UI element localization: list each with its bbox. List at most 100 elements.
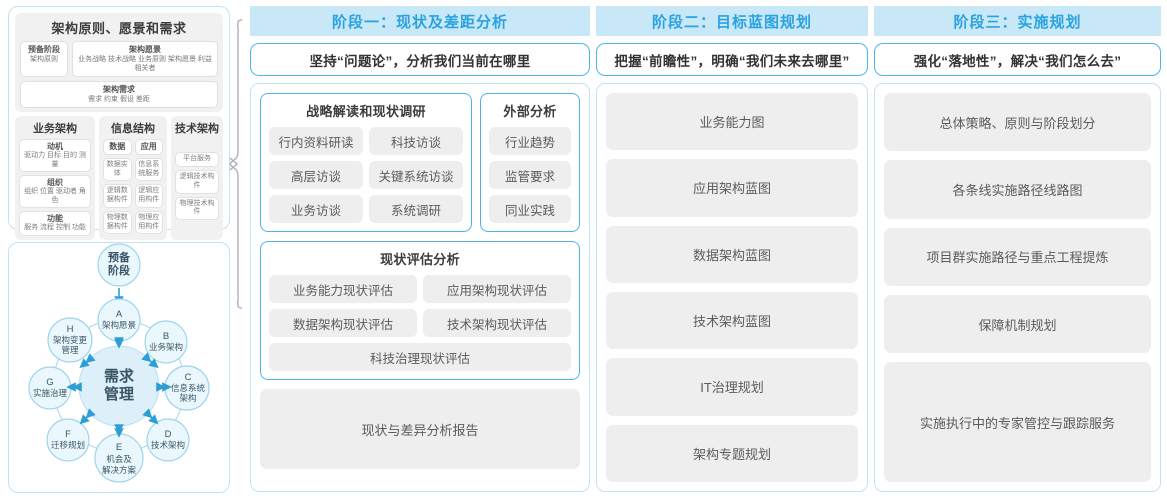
- external-analysis-section: 外部分析 行业趋势 监管要求 同业实践: [480, 93, 580, 232]
- togaf-leaf: 数据实体: [103, 157, 132, 182]
- togaf-leaf: 组织 组织 位置 驱动者 角色: [19, 175, 91, 209]
- svg-text:D: D: [165, 429, 172, 440]
- assessment-chip-full[interactable]: 科技治理现状评估: [269, 343, 571, 371]
- left-reference-column: 架构原则、愿景和需求 预备阶段 架构原则 架构愿景 业务战略 技术战略 业务原则…: [8, 6, 230, 493]
- togaf-leaf: 信息系统服务: [134, 157, 163, 182]
- research-chip[interactable]: 行内资料研读: [269, 127, 363, 155]
- phase-3-item[interactable]: 保障机制规划: [884, 295, 1151, 354]
- svg-text:阶段: 阶段: [108, 263, 130, 277]
- phase-3-column: 阶段三：实施规划 强化“落地性”，解决“我们怎么去” 总体策略、原则与阶段划分 …: [874, 6, 1161, 492]
- phase-3-banner-label: 阶段三：实施规划: [953, 13, 1082, 31]
- research-chip[interactable]: 科技访谈: [369, 127, 463, 155]
- phase-1-body: 战略解读和现状调研 行内资料研读 科技访谈 高层访谈 关键系统访谈 业务访谈 系…: [250, 83, 590, 492]
- research-chip[interactable]: 业务访谈: [269, 195, 363, 223]
- adm-center-line1: 需求: [104, 367, 135, 385]
- svg-text:架构变更: 架构变更: [53, 335, 88, 345]
- svg-text:技术架构: 技术架构: [151, 440, 185, 450]
- svg-text:H: H: [67, 324, 74, 335]
- research-chip[interactable]: 系统调研: [369, 195, 463, 223]
- assessment-chip[interactable]: 技术架构现状评估: [423, 309, 571, 337]
- adm-cycle-svg: 需求 管理 预备 阶段 A 架构愿景 B 业务架构 C 信息系统 架构: [28, 243, 210, 483]
- togaf-information-structure-column: 信息结构 数据 数据实体 逻辑数据构件: [99, 116, 167, 240]
- togaf-leaf: 应用: [134, 139, 163, 155]
- svg-text:实施治理: 实施治理: [33, 388, 68, 398]
- brace-connector: [228, 18, 248, 310]
- phase-1-assessment-row: 现状评估分析 业务能力现状评估 应用架构现状评估 数据架构现状评估 技术架构现状…: [260, 241, 580, 380]
- chevron-left-notch-icon: [874, 6, 889, 36]
- phase-1-banner[interactable]: 阶段一：现状及差距分析: [250, 6, 605, 36]
- phase-1-subtitle-label: 坚持“问题论”，分析我们当前在哪里: [309, 53, 531, 69]
- external-chip[interactable]: 行业趋势: [489, 127, 571, 155]
- svg-text:管理: 管理: [61, 345, 79, 355]
- research-chip[interactable]: 高层访谈: [269, 161, 363, 189]
- phase-3-item[interactable]: 项目群实施路径与重点工程提炼: [884, 227, 1151, 287]
- gap-analysis-report-box[interactable]: 现状与差异分析报告: [260, 389, 580, 469]
- togaf-adm-cycle-card: 需求 管理 预备 阶段 A 架构愿景 B 业务架构 C 信息系统 架构: [8, 242, 230, 493]
- togaf-vision-box: 架构愿景 业务战略 技术战略 业务原则 架构愿景 利益相关者: [72, 41, 218, 78]
- phase-2-item[interactable]: IT治理规划: [606, 358, 858, 416]
- phase-1-banner-label: 阶段一：现状及差距分析: [331, 13, 508, 31]
- phase-3-item[interactable]: 各条线实施路径线路图: [884, 160, 1151, 219]
- svg-text:A: A: [116, 309, 123, 320]
- phase-2-body: 业务能力图 应用架构蓝图 数据架构蓝图 技术架构蓝图 IT治理规划 架构专题规划: [596, 83, 868, 492]
- togaf-technology-architecture-column: 技术架构 平台服务 逻辑技术构件 物理技术构件: [171, 116, 223, 240]
- svg-text:C: C: [185, 372, 192, 383]
- phase-3-body: 总体策略、原则与阶段划分 各条线实施路径线路图 项目群实施路径与重点工程提炼 保…: [874, 83, 1161, 492]
- phase-1-top-row: 战略解读和现状调研 行内资料研读 科技访谈 高层访谈 关键系统访谈 业务访谈 系…: [260, 93, 580, 232]
- togaf-requirements-box: 架构需求 需求 约束 假设 差距: [20, 81, 218, 109]
- phase-3-subtitle: 强化“落地性”，解决“我们怎么去”: [874, 43, 1161, 76]
- svg-text:信息系统: 信息系统: [171, 383, 206, 393]
- phase-2-subtitle: 把握“前瞻性”，明确“我们未来去哪里”: [596, 43, 868, 76]
- phase-3-banner[interactable]: 阶段三：实施规划: [874, 6, 1161, 36]
- svg-text:E: E: [116, 442, 122, 453]
- togaf-leaf: 逻辑数据构件: [103, 184, 132, 208]
- phase-1-subtitle: 坚持“问题论”，分析我们当前在哪里: [250, 43, 590, 76]
- togaf-leaf: 物理应用构件: [134, 210, 163, 235]
- chevron-right-icon: [868, 6, 883, 36]
- adm-center-line2: 管理: [104, 385, 134, 403]
- togaf-content-framework-card: 架构原则、愿景和需求 预备阶段 架构原则 架构愿景 业务战略 技术战略 业务原则…: [8, 6, 230, 289]
- external-chip[interactable]: 监管要求: [489, 161, 571, 189]
- togaf-prelim-box: 预备阶段 架构原则: [20, 41, 68, 78]
- togaf-leaf: 动机 驱动力 目标 目的 测量: [19, 139, 91, 173]
- phase-2-item[interactable]: 应用架构蓝图: [606, 159, 858, 217]
- phase-3-subtitle-label: 强化“落地性”，解决“我们怎么去”: [913, 53, 1122, 69]
- svg-text:架构愿景: 架构愿景: [102, 320, 136, 330]
- phase-3-item-tall[interactable]: 实施执行中的专家管控与跟踪服务: [884, 362, 1151, 482]
- strategy-research-section: 战略解读和现状调研 行内资料研读 科技访谈 高层访谈 关键系统访谈 业务访谈 系…: [260, 93, 472, 232]
- phase-2-column: 阶段二：目标蓝图规划 把握“前瞻性”，明确“我们未来去哪里” 业务能力图 应用架…: [596, 6, 883, 492]
- svg-text:G: G: [46, 377, 53, 388]
- togaf-leaf: 逻辑技术构件: [175, 170, 219, 194]
- phase-2-banner[interactable]: 阶段二：目标蓝图规划: [596, 6, 883, 36]
- svg-text:解决方案: 解决方案: [102, 465, 137, 475]
- strategy-research-title: 战略解读和现状调研: [306, 104, 426, 119]
- togaf-leaf: 物理技术构件: [175, 196, 219, 221]
- togaf-leaf: 物理数据构件: [103, 210, 132, 235]
- phase-2-subtitle-label: 把握“前瞻性”，明确“我们未来去哪里”: [614, 53, 850, 69]
- svg-text:迁移规划: 迁移规划: [51, 440, 85, 450]
- research-chip[interactable]: 关键系统访谈: [369, 161, 463, 189]
- current-state-assessment-title: 现状评估分析: [380, 252, 460, 267]
- external-chip[interactable]: 同业实践: [489, 195, 571, 223]
- phase-2-item[interactable]: 技术架构蓝图: [606, 291, 858, 350]
- svg-text:业务架构: 业务架构: [149, 342, 183, 352]
- assessment-chip[interactable]: 数据架构现状评估: [269, 309, 417, 337]
- svg-text:预备: 预备: [108, 250, 131, 264]
- phase-2-item[interactable]: 数据架构蓝图: [606, 225, 858, 283]
- svg-text:B: B: [163, 331, 169, 342]
- assessment-chip[interactable]: 业务能力现状评估: [269, 275, 417, 303]
- phase-3-item[interactable]: 总体策略、原则与阶段划分: [884, 93, 1151, 152]
- current-state-assessment-section: 现状评估分析 业务能力现状评估 应用架构现状评估 数据架构现状评估 技术架构现状…: [260, 241, 580, 380]
- assessment-chip[interactable]: 应用架构现状评估: [423, 275, 571, 303]
- togaf-business-architecture-column: 业务架构 动机 驱动力 目标 目的 测量 组织 组织 位置 驱动者 角色 功能 …: [15, 116, 95, 240]
- togaf-leaf: 数据: [103, 139, 132, 155]
- phase-2-item[interactable]: 业务能力图: [606, 93, 858, 151]
- svg-text:机会及: 机会及: [106, 454, 132, 464]
- phase-2-item[interactable]: 架构专题规划: [606, 424, 858, 482]
- togaf-leaf: 功能 服务 流程 控制 功能: [19, 211, 91, 236]
- phase-2-banner-label: 阶段二：目标蓝图规划: [651, 13, 812, 31]
- external-analysis-title: 外部分析: [503, 104, 557, 119]
- togaf-leaf: 逻辑应用构件: [134, 184, 163, 208]
- togaf-leaf: 平台服务: [175, 152, 219, 168]
